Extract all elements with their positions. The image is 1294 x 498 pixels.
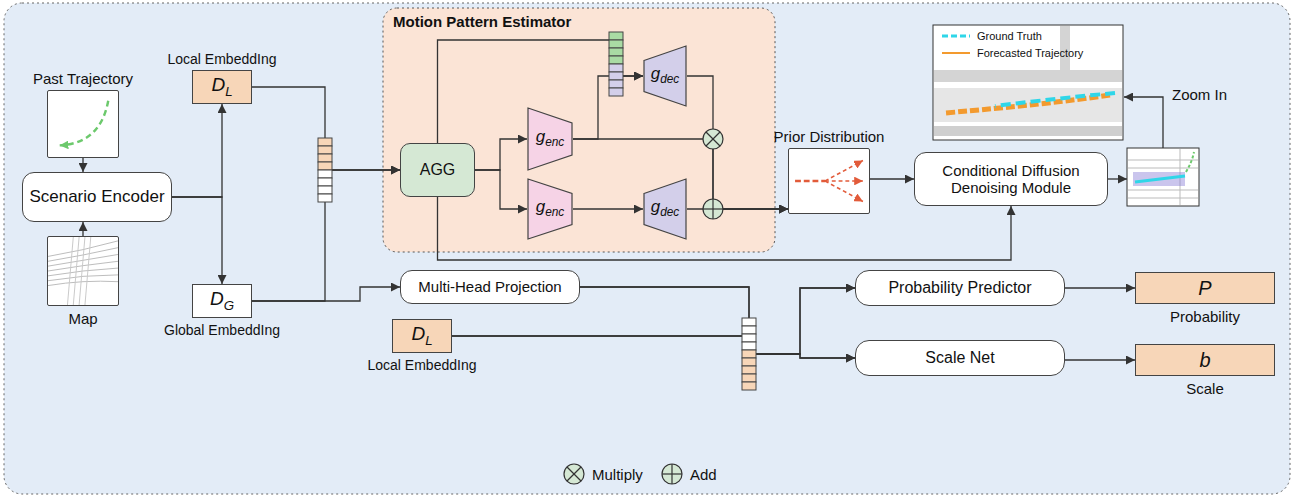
- arrow-connector: [252, 287, 400, 301]
- embedding-box: DLLocal EmbeddIng: [392, 319, 452, 353]
- arrow-connector: [252, 87, 400, 170]
- zoom-arrow: [1124, 97, 1163, 148]
- annotation-label: Zoom In: [1172, 86, 1227, 103]
- connector-group: [83, 40, 1135, 360]
- concat-vector: [609, 32, 623, 96]
- node-text: DG: [210, 288, 234, 313]
- legend-item: Add: [660, 462, 717, 486]
- legend-item: Multiply: [562, 462, 643, 486]
- arrow-connector: [475, 170, 527, 209]
- legend-sample: [660, 462, 684, 486]
- node-caption: Local EmbeddIng: [168, 51, 277, 67]
- legend-sample: [941, 31, 971, 41]
- concat-vector: [318, 138, 332, 202]
- arrow-connector: [687, 208, 788, 209]
- legend-item: Ground Truth: [941, 30, 1042, 42]
- arrow-connector: [82, 222, 83, 236]
- encoder-trapezoid: genc: [527, 107, 573, 171]
- node-text: P: [1198, 277, 1211, 300]
- trajectory-panel: Past Trajectory: [47, 90, 119, 158]
- node-text: AGG: [420, 161, 456, 179]
- node-text: Multi-Head Projection: [418, 278, 561, 295]
- illustration: [48, 91, 118, 157]
- arrow-connector: [687, 76, 788, 209]
- region-title: Motion Pattern Estimator: [393, 13, 571, 30]
- module-region: Motion Pattern EstimatorAGG genc gdec genc g…: [383, 8, 775, 252]
- node-caption: Scale: [1186, 380, 1224, 397]
- legend-sample: [562, 462, 586, 486]
- encoder-trapezoid: genc: [527, 178, 573, 240]
- embedding-box: DGGlobal EmbeddIng: [192, 284, 252, 318]
- output-arrow: [1108, 178, 1127, 179]
- arrow-connector: [82, 158, 83, 172]
- output-scene: [1127, 148, 1199, 206]
- process-box: Probability Predictor: [855, 270, 1065, 306]
- node-caption: Past Trajectory: [33, 70, 133, 87]
- arrow-connector: [172, 197, 222, 284]
- node-caption: Map: [68, 310, 97, 327]
- legend-text: Multiply: [592, 466, 643, 483]
- node-text: Conditional Diffusion Denoising Module: [915, 162, 1107, 197]
- node-text: Probability Predictor: [888, 279, 1031, 297]
- node-text: gdec: [651, 197, 680, 220]
- output-box: bScale: [1135, 344, 1275, 376]
- node-text: DL: [411, 323, 432, 348]
- legend-text: Ground Truth: [977, 30, 1042, 42]
- node-text: Scale Net: [925, 349, 994, 367]
- decoder-trapezoid: gdec: [643, 45, 687, 107]
- node-text: DL: [211, 74, 232, 99]
- background-panel: [4, 3, 1290, 494]
- node-text: gdec: [651, 64, 680, 87]
- output-box: PProbability: [1135, 272, 1275, 304]
- arrow-connector: [252, 170, 400, 301]
- concat-vector: [742, 318, 756, 390]
- region-fill: [383, 8, 775, 252]
- legend-item: Forecasted Trajectory: [941, 47, 1083, 59]
- legend-text: Add: [690, 466, 717, 483]
- process-box: Conditional Diffusion Denoising Module: [914, 152, 1108, 206]
- map-panel: Map: [47, 236, 119, 306]
- node-caption: Global EmbeddIng: [164, 322, 280, 338]
- multiply-symbol: [703, 129, 723, 149]
- legend-text: Forecasted Trajectory: [977, 47, 1083, 59]
- arrow-connector: [573, 208, 643, 209]
- node-caption: Local EmbeddIng: [368, 357, 477, 373]
- arrow-connector: [438, 197, 1012, 260]
- arrow-connector: [475, 139, 527, 170]
- arrow-connector: [573, 76, 643, 139]
- decorations: [318, 32, 1163, 390]
- node-text: genc: [536, 127, 565, 150]
- arrow-connector: [1065, 287, 1135, 288]
- arrow-connector: [452, 336, 855, 358]
- arrow-connector: [870, 178, 914, 179]
- distribution-panel: Prior Distribution: [788, 148, 870, 214]
- process-box: Scale Net: [855, 340, 1065, 376]
- legend-sample: [941, 48, 971, 58]
- arrow-connector: [1065, 359, 1135, 360]
- add-symbol: [703, 199, 723, 219]
- process-box: Multi-Head Projection: [400, 270, 580, 304]
- node-text: Scenario Encoder: [29, 187, 164, 207]
- decoder-trapezoid: gdec: [643, 178, 687, 240]
- node-caption: Probability: [1170, 308, 1240, 325]
- illustration: [789, 149, 869, 213]
- illustration: [48, 237, 118, 305]
- node-text: genc: [536, 197, 565, 220]
- embedding-box: Local EmbeddIngDL: [192, 70, 252, 104]
- arrow-connector: [172, 104, 222, 197]
- arrow-connector: [580, 287, 855, 358]
- node-text: b: [1199, 349, 1210, 372]
- aggregator-box: AGG: [400, 143, 475, 197]
- process-box: Scenario Encoder: [22, 172, 172, 222]
- zoomed-scene: [933, 25, 1123, 140]
- node-caption: Prior Distribution: [774, 128, 885, 145]
- arrow-connector: [580, 287, 855, 354]
